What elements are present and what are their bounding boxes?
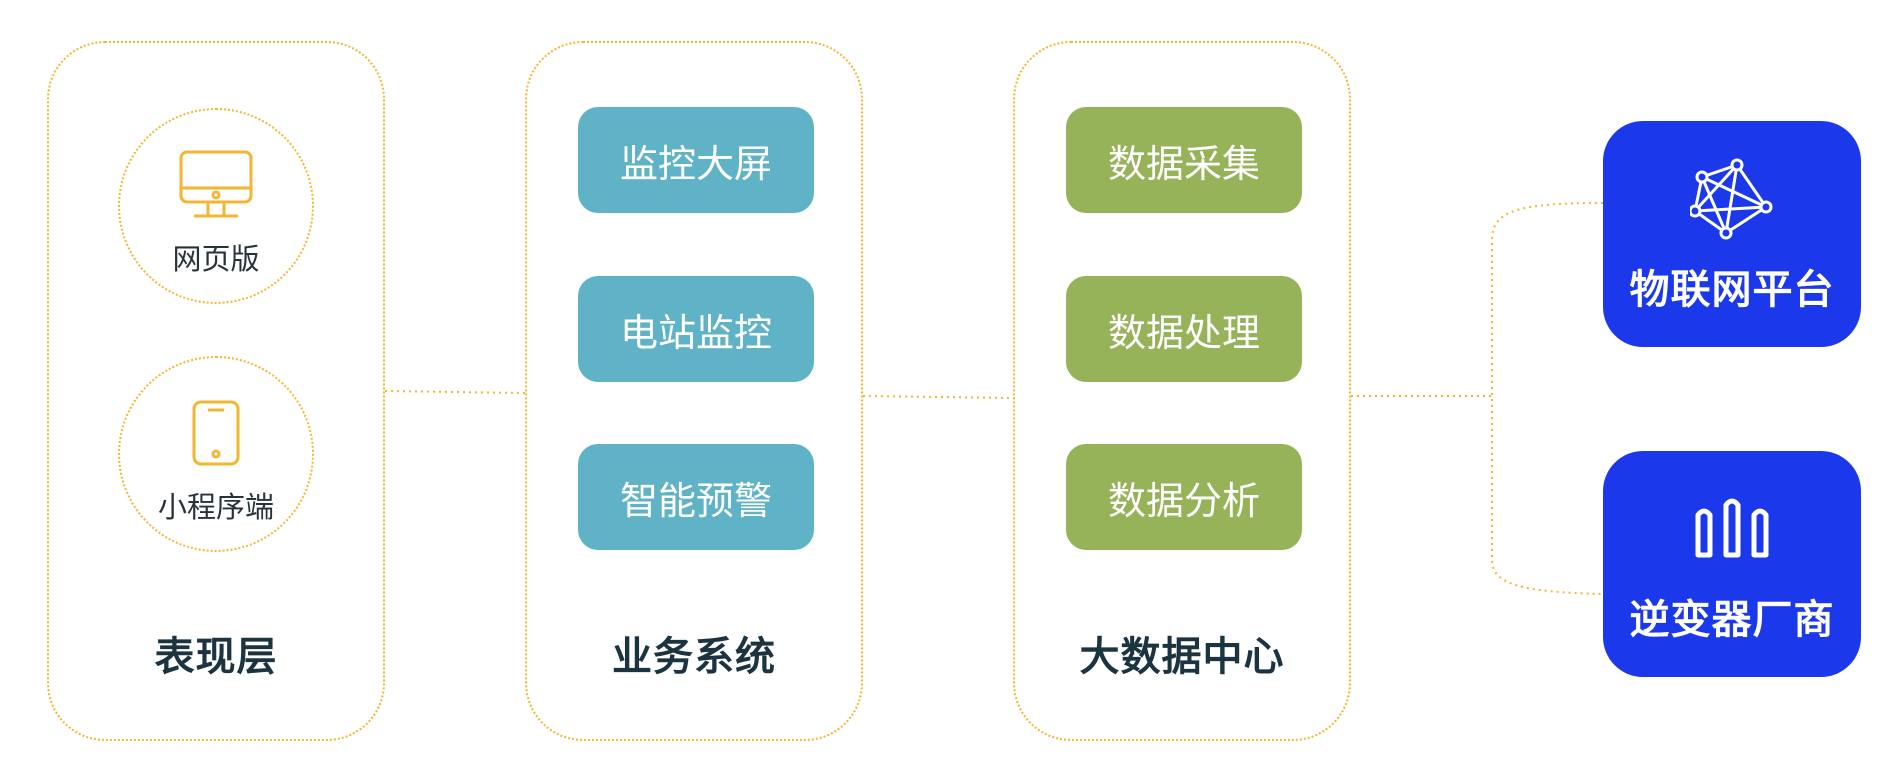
business-item-monitor-screen: 监控大屏 (578, 107, 814, 213)
connector-branch (1491, 202, 1604, 595)
inverter-vendor-label: 逆变器厂商 (1629, 597, 1835, 643)
presentation-layer-panel: 网页版 小程序端 表现层 (47, 41, 385, 741)
monitor-icon (179, 150, 253, 218)
business-system-title: 业务系统 (612, 634, 776, 680)
business-item-station-monitor: 电站监控 (578, 276, 814, 382)
big-data-center-panel: 数据采集 数据处理 数据分析 大数据中心 (1013, 41, 1351, 741)
web-client-label: 网页版 (172, 242, 260, 276)
presentation-layer-title: 表现层 (154, 634, 278, 680)
data-item-processing: 数据处理 (1066, 276, 1302, 382)
mini-program-node: 小程序端 (118, 356, 314, 552)
factory-icon (1695, 498, 1769, 558)
iot-platform-node: 物联网平台 (1603, 121, 1861, 347)
business-system-panel: 监控大屏 电站监控 智能预警 业务系统 (525, 41, 863, 741)
business-item-smart-alert: 智能预警 (578, 444, 814, 550)
mini-program-label: 小程序端 (157, 490, 274, 524)
connector-col2-col3 (862, 395, 1014, 399)
data-item-analysis: 数据分析 (1066, 444, 1302, 550)
big-data-center-title: 大数据中心 (1079, 634, 1285, 680)
data-item-collection: 数据采集 (1066, 107, 1302, 213)
web-client-node: 网页版 (118, 108, 314, 304)
tablet-icon (192, 400, 240, 466)
iot-platform-label: 物联网平台 (1629, 267, 1835, 313)
connector-col1-col2 (384, 390, 526, 394)
inverter-vendor-node: 逆变器厂商 (1603, 451, 1861, 677)
network-icon (1688, 158, 1773, 240)
